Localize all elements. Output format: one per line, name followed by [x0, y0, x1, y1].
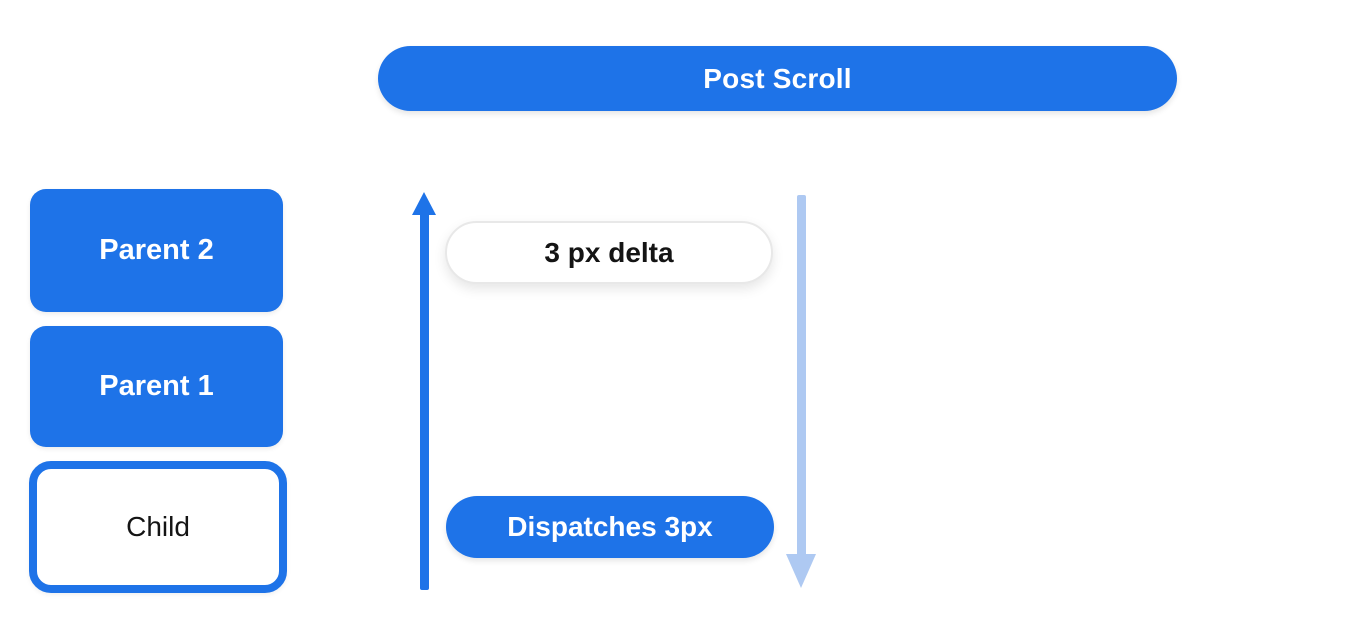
- down-arrow-line: [796, 195, 806, 556]
- parent-1-label: Parent 1: [99, 370, 214, 402]
- post-scroll-label: Post Scroll: [703, 62, 852, 94]
- up-arrow-icon: [410, 192, 438, 590]
- delta-badge-label: 3 px delta: [544, 236, 674, 268]
- down-arrowhead: [786, 554, 816, 588]
- up-arrowhead: [412, 192, 436, 215]
- parent-2-label: Parent 2: [99, 234, 214, 266]
- parent-1-box: Parent 1: [30, 326, 283, 447]
- dispatch-badge: Dispatches 3px: [446, 496, 774, 558]
- dispatch-badge-label: Dispatches 3px: [507, 511, 713, 542]
- parent-2-box: Parent 2: [30, 189, 283, 312]
- down-arrow-icon: [786, 195, 816, 588]
- up-arrow-line: [419, 213, 429, 590]
- child-box: Child: [29, 461, 287, 593]
- delta-badge: 3 px delta: [445, 221, 773, 284]
- child-label: Child: [126, 511, 190, 542]
- post-scroll-header-pill: Post Scroll: [378, 46, 1177, 111]
